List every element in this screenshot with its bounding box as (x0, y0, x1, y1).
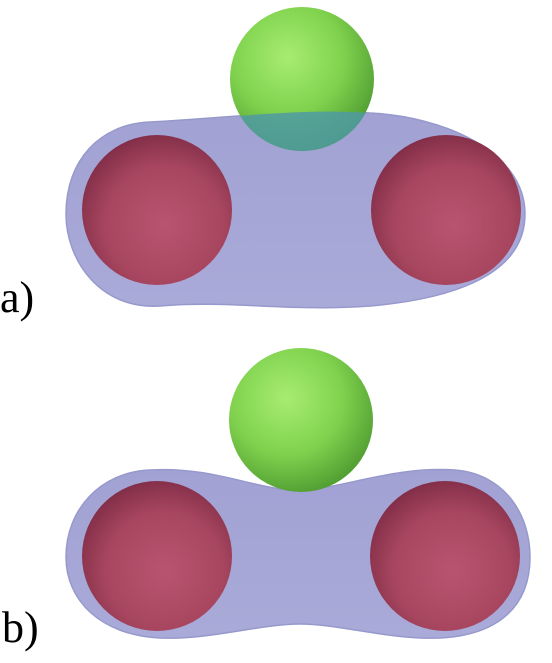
green-sphere-b (229, 348, 373, 492)
panel-b (65, 348, 531, 639)
panel-label-a: a) (0, 273, 35, 322)
red-sphere-right-b (370, 481, 520, 631)
red-sphere-left-a (82, 135, 232, 285)
panel-label-b: b) (2, 603, 39, 652)
red-sphere-left-b (82, 481, 232, 631)
red-sphere-right-a (371, 135, 521, 285)
overlap-region-a (230, 111, 374, 151)
panel-a (65, 7, 526, 309)
